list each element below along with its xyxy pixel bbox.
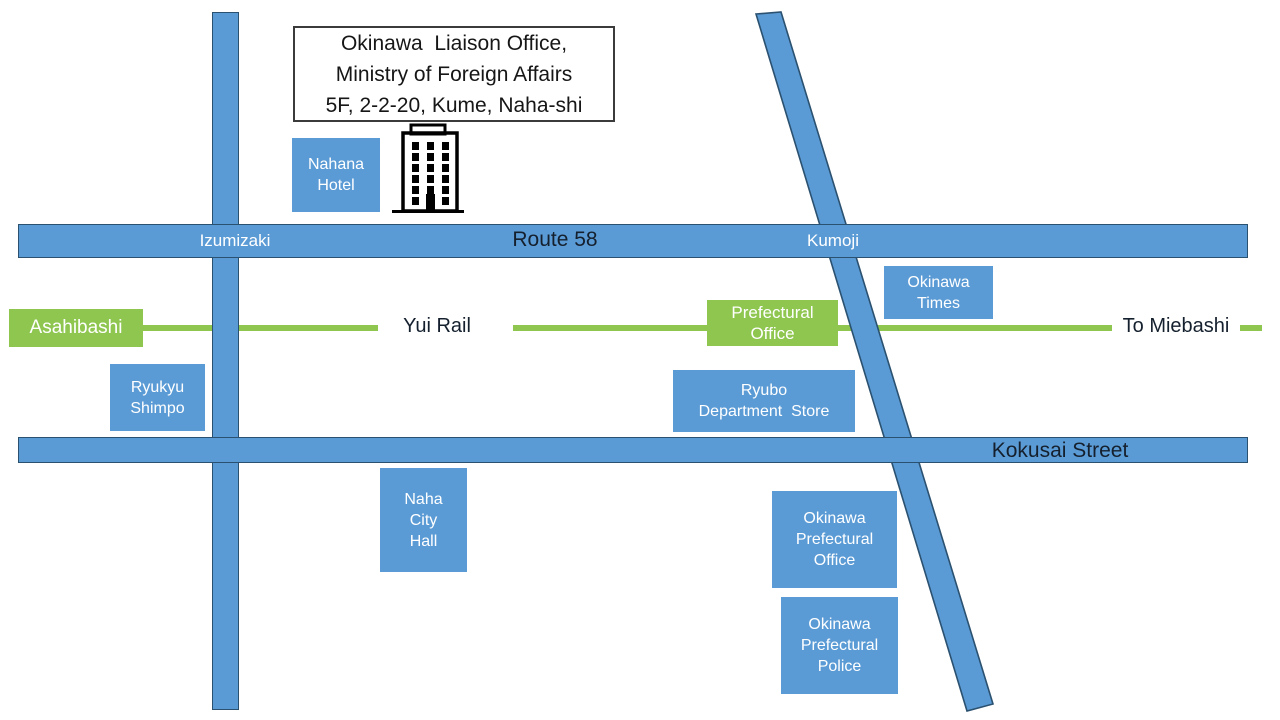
landmark-ryubo-department-store: Ryubo Department Store xyxy=(673,370,855,432)
landmark-okinawa-times: Okinawa Times xyxy=(884,266,993,319)
landmark-naha-city-hall: Naha City Hall xyxy=(380,468,467,572)
landmark-label: Shimpo xyxy=(130,399,185,417)
yui-rail-label: Yui Rail xyxy=(403,315,471,337)
landmark-label: Ryukyu xyxy=(130,378,185,396)
landmark-label: Naha xyxy=(404,490,443,508)
yui-rail-line-segment xyxy=(143,325,378,331)
landmark-okinawa-prefectural-office: Okinawa Prefectural Office xyxy=(772,491,897,588)
title-box: Okinawa Liaison Office, Ministry of Fore… xyxy=(293,26,615,122)
landmark-label: Prefectural xyxy=(800,637,879,654)
izumizaki-label: Izumizaki xyxy=(199,231,271,250)
title-line: Okinawa Liaison Office, xyxy=(340,31,568,55)
landmark-label: Office xyxy=(813,552,856,569)
kumoji-label: Kumoji xyxy=(807,231,859,250)
office-building-icon xyxy=(392,123,464,213)
landmark-label: Department Store xyxy=(698,403,830,420)
station-asahibashi: Asahibashi xyxy=(9,309,143,347)
landmark-label: Prefectural xyxy=(795,531,874,548)
landmark-label: Hotel xyxy=(317,177,355,194)
landmark-label: Times xyxy=(917,294,960,312)
landmark-label: Okinawa xyxy=(803,510,866,527)
kokusai-street-label: Kokusai Street xyxy=(991,439,1129,462)
station-label: Prefectural xyxy=(731,303,814,322)
landmark-label: Nahana xyxy=(307,156,365,173)
to-miebashi-label: To Miebashi xyxy=(1122,315,1230,337)
title-line: Ministry of Foreign Affairs xyxy=(335,62,573,86)
landmark-label: Police xyxy=(817,658,862,675)
vertical-road xyxy=(212,12,239,710)
landmark-okinawa-prefectural-police: Okinawa Prefectural Police xyxy=(781,597,898,694)
yui-rail-line-segment xyxy=(1240,325,1262,331)
landmark-label: City xyxy=(409,511,438,529)
landmark-label: Hall xyxy=(409,532,438,550)
station-prefectural-office: Prefectural Office xyxy=(707,300,838,346)
station-label: Asahibashi xyxy=(29,317,123,338)
kokusai-street-road xyxy=(18,437,1248,463)
building-door xyxy=(426,194,435,211)
landmark-label: Ryubo xyxy=(740,382,788,399)
station-label: Office xyxy=(750,324,795,343)
landmark-label: Okinawa xyxy=(808,616,871,633)
route-58-label: Route 58 xyxy=(512,228,598,251)
landmark-label: Okinawa xyxy=(907,273,970,291)
landmark-nahana-hotel: Nahana Hotel xyxy=(292,138,380,212)
landmark-ryukyu-shimpo: Ryukyu Shimpo xyxy=(110,364,205,431)
title-line: 5F, 2-2-20, Kume, Naha-shi xyxy=(325,93,583,117)
building-windows xyxy=(412,142,449,211)
route-58-road xyxy=(18,224,1248,258)
